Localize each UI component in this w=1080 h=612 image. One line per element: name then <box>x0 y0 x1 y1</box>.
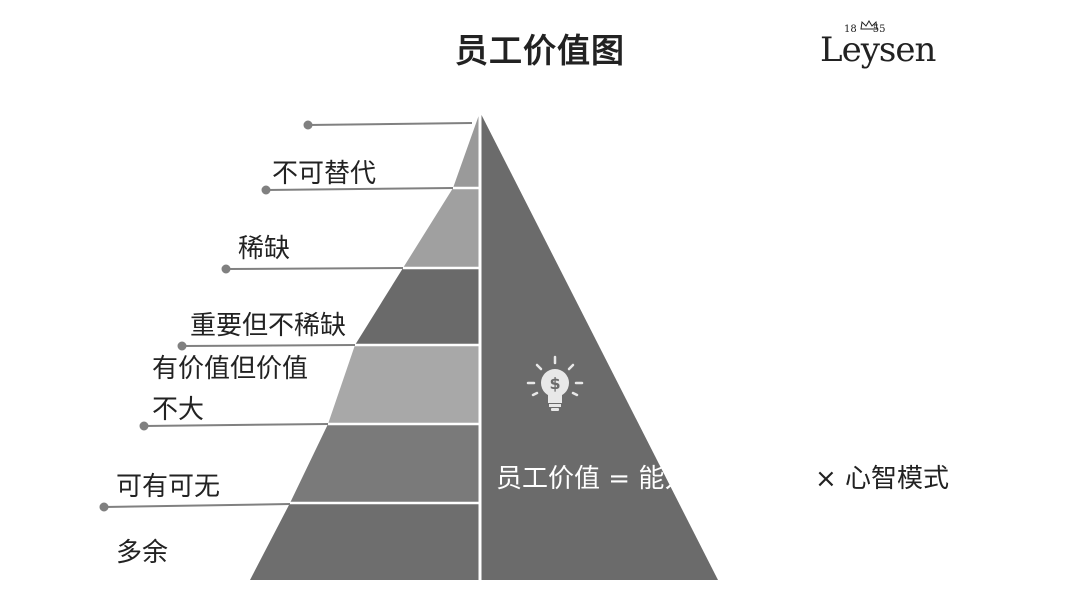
leader-line <box>103 503 291 508</box>
logo-year-right: 55 <box>872 24 886 35</box>
value-formula: 员工价值 = 能力 × 价值观 × 心智模式 <box>496 462 949 496</box>
leader-dot <box>177 341 187 351</box>
leader-line <box>307 122 473 126</box>
level-label-irreplaceable: 不可替代 <box>272 159 377 189</box>
formula-lhs: 员工价值 <box>496 464 601 494</box>
level-label-optional: 可有可无 <box>116 472 221 502</box>
svg-text:$: $ <box>549 374 560 393</box>
leader-dot <box>139 421 149 431</box>
page-title: 员工价值图 <box>455 31 625 70</box>
level-label-redundant: 多余 <box>116 538 169 568</box>
crown-icon <box>860 20 878 30</box>
pyramid-tier-important <box>328 345 480 424</box>
logo-wordmark: Leysen <box>820 30 936 70</box>
leader-dot <box>99 502 109 512</box>
level-label-valuable-line2: 不大 <box>152 395 205 425</box>
leader-dot <box>261 185 271 195</box>
pyramid-tier-optional <box>250 503 480 580</box>
level-label-scarce: 稀缺 <box>238 234 291 264</box>
level-label-important: 重要但不稀缺 <box>190 311 347 341</box>
leader-line <box>225 267 404 270</box>
pyramid-tier-top <box>453 112 480 188</box>
pyramid-right-face <box>480 112 718 580</box>
formula-rhs-part1: 能力 × 价值观 <box>638 464 815 494</box>
pyramid-tier-scarce <box>355 268 480 345</box>
formula-rhs-part2: × 心智模式 <box>814 464 949 494</box>
leader-line <box>143 423 329 427</box>
pyramid-tier-irreplaceable <box>403 188 480 268</box>
logo-year-left: 18 <box>844 24 857 35</box>
lightbulb-dollar-icon: $ <box>526 355 584 411</box>
pyramid-tier-valuable <box>290 424 480 503</box>
level-label-valuable-line1: 有价值但价值 <box>152 354 309 384</box>
formula-equals: = <box>600 464 639 494</box>
leader-line <box>181 344 356 347</box>
leader-dot <box>303 120 313 130</box>
leader-lines <box>99 120 473 512</box>
leader-line <box>265 187 454 191</box>
leader-dot <box>221 264 231 274</box>
